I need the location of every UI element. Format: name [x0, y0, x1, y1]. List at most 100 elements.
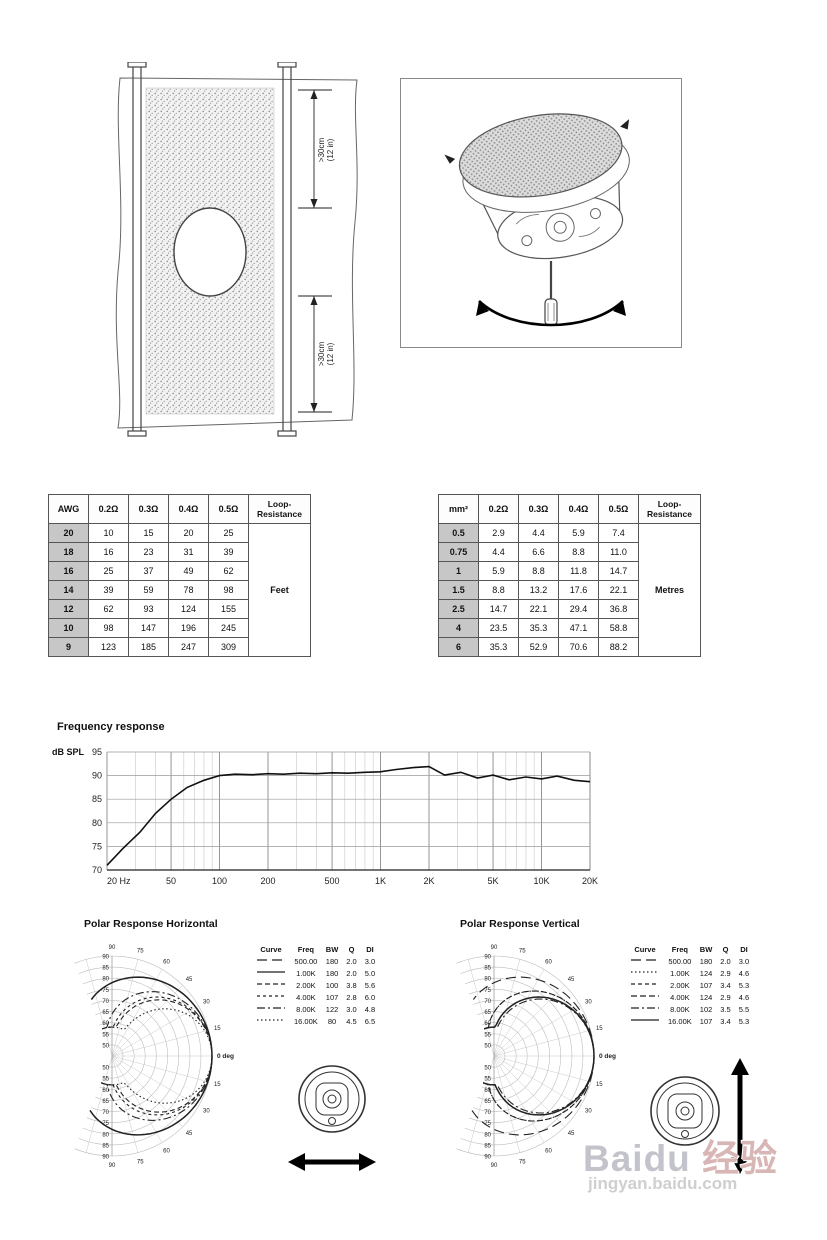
x-tick-label: 50: [166, 876, 176, 886]
di-cell: 5.3: [738, 1016, 750, 1026]
angle-label: 60: [545, 1148, 552, 1154]
polar-spoke: [493, 959, 521, 1057]
angle-label: 90: [491, 945, 498, 951]
length-cell: 22.1: [598, 580, 639, 600]
angle-label: 15: [596, 1082, 603, 1088]
ring-db-label: 80: [102, 977, 109, 983]
horizontal-axis-arrow-icon: [288, 1153, 376, 1171]
polar-spoke: [493, 1055, 545, 1143]
length-cell: 14.7: [598, 561, 639, 581]
length-cell: 39: [208, 542, 249, 562]
length-cell: 35.3: [518, 618, 559, 638]
polar-spoke: [111, 1055, 139, 1153]
length-cell: 2.9: [478, 523, 519, 543]
ring-db-label: 75: [484, 1121, 491, 1127]
freq-cell: 1.00K: [670, 968, 690, 978]
freq-cell: 4.00K: [296, 992, 316, 1002]
length-cell: 31: [168, 542, 209, 562]
zero-deg-label: 0 deg: [217, 1053, 234, 1060]
y-tick-label: 80: [92, 818, 102, 828]
gauge-cell: 2.5: [438, 599, 479, 619]
length-cell: 52.9: [518, 637, 559, 657]
length-cell: 5.9: [478, 561, 519, 581]
polar-curve: [101, 991, 213, 1121]
length-cell: 78: [168, 580, 209, 600]
ring-db-label: 85: [484, 966, 491, 972]
length-cell: 17.6: [558, 580, 599, 600]
length-cell: 309: [208, 637, 249, 657]
angle-label: 30: [203, 1000, 210, 1006]
length-cell: 23: [128, 542, 169, 562]
legend-line-sample: [626, 1003, 664, 1015]
zero-deg-label: 0 deg: [599, 1053, 616, 1060]
ring-db-label: 75: [102, 988, 109, 994]
di-cell: 3.0: [364, 956, 376, 966]
legend-header: Freq: [297, 945, 315, 954]
q-cell: 2.0: [720, 956, 731, 966]
speaker-icon-horizontal: [288, 1065, 376, 1171]
legend-header: Freq: [671, 945, 689, 954]
ring-db-label: 55: [102, 1032, 109, 1038]
ring-db-label: 80: [484, 977, 491, 983]
polar-spoke: [493, 1055, 591, 1083]
angle-label: 75: [137, 1159, 144, 1165]
ring-db-label: 65: [484, 1099, 491, 1105]
length-cell: 4.4: [478, 542, 519, 562]
dimension-bottom-label-2: (12 in): [326, 342, 335, 365]
legend-line-sample: [626, 1015, 664, 1027]
gauge-cell: 18: [48, 542, 89, 562]
polar-spoke: [111, 959, 139, 1057]
gauge-cell: 9: [48, 637, 89, 657]
ring-db-label: 60: [484, 1021, 491, 1027]
wire-table-header: 0.5Ω: [208, 494, 249, 524]
length-cell: 13.2: [518, 580, 559, 600]
dimension-bottom: [298, 295, 332, 413]
polar-spoke: [111, 1005, 199, 1057]
gauge-cell: 4: [438, 618, 479, 638]
q-cell: 2.0: [346, 968, 357, 978]
ring-db-label: 65: [102, 1010, 109, 1016]
legend-header: DI: [740, 945, 748, 954]
polar-spoke: [493, 1055, 521, 1153]
y-tick-label: 85: [92, 794, 102, 804]
screwdriver: [544, 261, 558, 326]
q-cell: 3.0: [346, 1004, 357, 1014]
legend-header: BW: [325, 945, 339, 954]
freq-cell: 500.00: [294, 956, 318, 966]
mount-tab-left: [444, 154, 456, 164]
y-tick-label: 70: [92, 865, 102, 875]
q-cell: 3.4: [720, 980, 731, 990]
vertical-axis-arrow-icon: [731, 1058, 749, 1174]
angle-label: 75: [137, 949, 144, 955]
polar-spoke: [467, 959, 495, 1057]
gauge-cell: 12: [48, 599, 89, 619]
length-cell: 70.6: [558, 637, 599, 657]
wire-table-header: mm²: [438, 494, 479, 524]
bw-cell: 80: [327, 1016, 337, 1026]
ring-db-label: 55: [484, 1077, 491, 1083]
wire-table-header: 0.4Ω: [558, 494, 599, 524]
figure-speaker-install: [400, 78, 682, 348]
length-cell: 11.8: [558, 561, 599, 581]
length-cell: 39: [88, 580, 129, 600]
gauge-cell: 16: [48, 561, 89, 581]
length-cell: 16: [88, 542, 129, 562]
polar-spoke: [493, 985, 565, 1057]
ring-db-label: 60: [102, 1021, 109, 1027]
speaker-install-drawing: [444, 113, 630, 327]
length-cell: 5.9: [558, 523, 599, 543]
freq-cell: 8.00K: [296, 1004, 316, 1014]
polar-spoke: [493, 1055, 565, 1127]
watermark-brand-cn: 经验: [702, 1138, 779, 1179]
ring-db-label: 75: [102, 1121, 109, 1127]
